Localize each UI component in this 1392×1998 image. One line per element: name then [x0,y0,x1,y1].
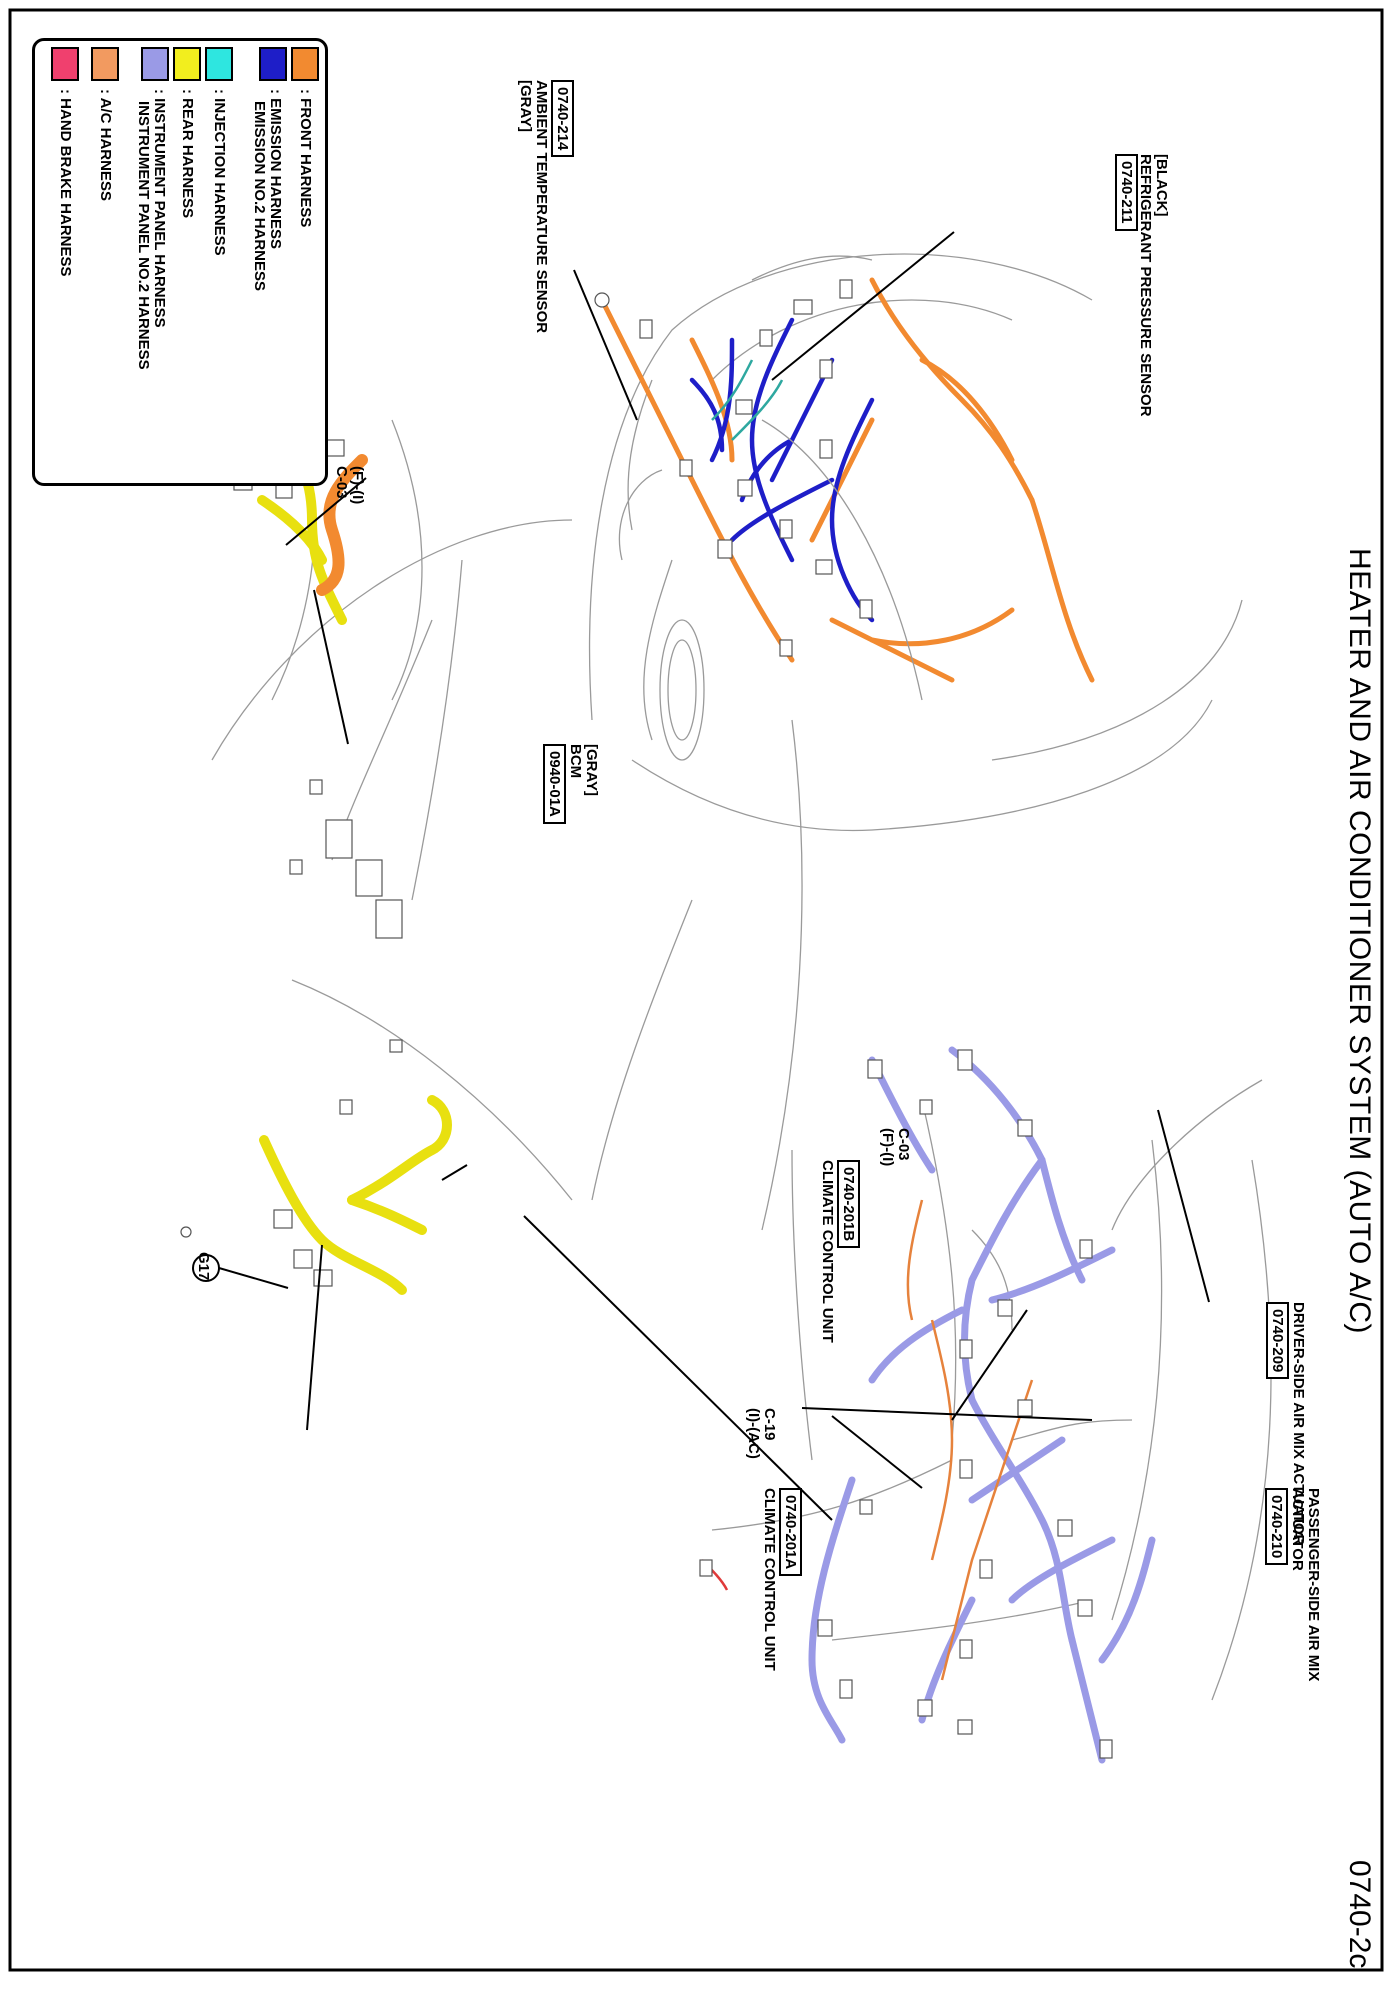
ambient-sensor-name: AMBIENT TEMPERATURE SENSOR [533,80,550,334]
page-title: HEATER AND AIR CONDITIONER SYSTEM (AUTO … [1343,548,1376,1334]
bcm-name: BCM [567,744,584,779]
injection-harness-wires [711,359,784,441]
legend-emission-no2-harness: EMISSION NO.2 HARNESS [251,101,268,292]
c19-line1: C-19 [761,1408,778,1441]
ground-label: G17 [195,1252,212,1281]
legend-hand-brake-harness: : HAND BRAKE HARNESS [57,89,74,277]
ccu-a-name: CLIMATE CONTROL UNIT [761,1488,778,1671]
injection-harness-swatch [205,47,233,81]
body-leader-lines [285,477,367,745]
front-harness-swatch [291,47,319,81]
refrigerant-sensor-color: [BLACK] [1153,154,1170,217]
c03-dash-line1: C-03 [895,1128,912,1161]
ac-harness-wires [316,454,368,596]
hand-brake-harness-swatch [51,47,79,81]
passenger-actuator-name2: ACTUATOR [1289,1488,1306,1571]
engine-bay-drawing [588,253,1243,832]
emission-harness-swatch [259,47,287,81]
c03-body-line1: (F)-(I) [349,466,366,505]
refrigerant-sensor-name: REFRIGERANT PRESSURE SENSOR [1137,154,1154,417]
rear-connectors [180,422,403,1287]
bcm-code: 0940-01A [543,744,566,824]
ccu-b-code: 0740-201B [837,1160,860,1249]
page-number: 0740-2c [1343,1860,1376,1969]
legend-ac-harness: : A/C HARNESS [97,89,114,201]
legend-emission-harness: : EMISSION HARNESS [267,89,284,250]
legend-front-harness: : FRONT HARNESS [297,89,314,228]
dash-outline [711,1079,1272,1701]
legend-instrument-panel-no2-harness: INSTRUMENT PANEL NO.2 HARNESS [135,101,152,370]
ambient-sensor-code: 0740-214 [551,80,574,158]
ac-harness-dash-wires [906,1199,1034,1681]
engine-leader-lines [573,231,955,421]
harness-legend: : FRONT HARNESS : EMISSION HARNESS EMISS… [32,38,328,486]
page-border [8,8,1384,1972]
legend-rear-harness: : REAR HARNESS [179,89,196,219]
c03-dash-line2: (F)-(I) [879,1128,896,1167]
rear-harness-swatch [173,47,201,81]
dash-leader-lines [306,1109,1210,1521]
ccu-a-code: 0740-201A [779,1488,802,1577]
instrument-panel-harness-wires [808,1046,1156,1764]
legend-injection-harness: : INJECTION HARNESS [211,89,228,256]
driver-actuator-code: 0740-209 [1266,1302,1289,1380]
c19-line2: (I)-(AC) [745,1408,762,1459]
legend-instrument-panel-harness: : INSTRUMENT PANEL HARNESS [151,89,168,328]
ccu-b-name: CLIMATE CONTROL UNIT [819,1160,836,1343]
bcm-color: [GRAY] [583,744,600,796]
passenger-actuator-name1: PASSENGER-SIDE AIR MIX [1305,1488,1322,1682]
dash-connectors [699,1049,1113,1759]
body-outline [211,419,923,1231]
c03-body-line2: C-03 [333,466,350,499]
passenger-actuator-code: 0740-210 [1265,1488,1288,1566]
instrument-panel-harness-swatch [141,47,169,81]
front-harness-wires [599,277,1095,683]
body-connectors-boxes [289,779,403,939]
engine-connectors [594,279,873,657]
refrigerant-sensor-code: 0740-211 [1115,154,1138,231]
ambient-sensor-color: [GRAY] [517,80,534,132]
ac-harness-swatch [91,47,119,81]
